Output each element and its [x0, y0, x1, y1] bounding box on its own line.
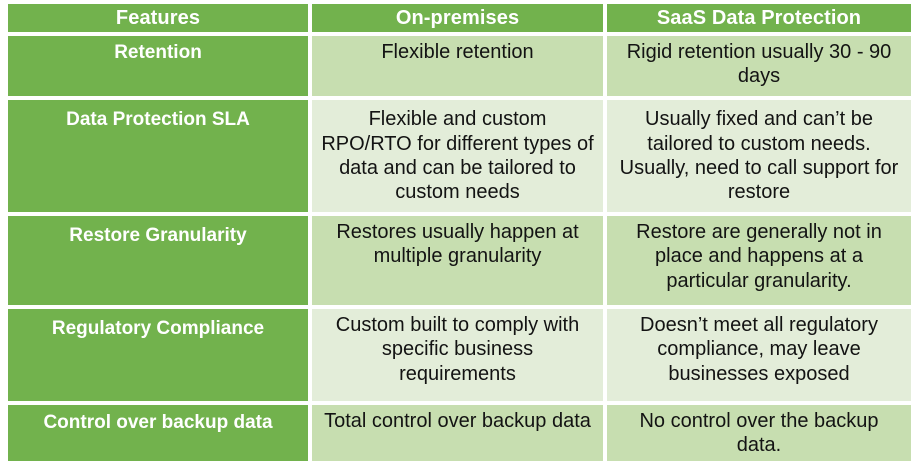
row-feature-label: Data Protection SLA	[8, 100, 308, 212]
row-saas-value: Rigid retention usually 30 - 90 days	[607, 36, 911, 96]
table-header-row: Features On-premises SaaS Data Protectio…	[8, 4, 911, 32]
row-feature-label: Restore Granularity	[8, 216, 308, 305]
column-header-features: Features	[8, 4, 308, 32]
row-saas-value: Restore are generally not in place and h…	[607, 216, 911, 305]
row-on-premises-value: Flexible retention	[312, 36, 603, 96]
row-on-premises-value: Custom built to comply with specific bus…	[312, 309, 603, 401]
row-saas-value: Doesn’t meet all regulatory compliance, …	[607, 309, 911, 401]
table-row: Data Protection SLA Flexible and custom …	[8, 100, 911, 212]
row-feature-label: Regulatory Compliance	[8, 309, 308, 401]
row-saas-value: Usually fixed and can’t be tailored to c…	[607, 100, 911, 212]
row-on-premises-value: Total control over backup data	[312, 405, 603, 461]
table-row: Retention Flexible retention Rigid reten…	[8, 36, 911, 96]
row-on-premises-value: Flexible and custom RPO/RTO for differen…	[312, 100, 603, 212]
table-row: Regulatory Compliance Custom built to co…	[8, 309, 911, 401]
column-header-saas-data-protection: SaaS Data Protection	[607, 4, 911, 32]
table-grid: Features On-premises SaaS Data Protectio…	[8, 4, 911, 461]
table-row: Restore Granularity Restores usually hap…	[8, 216, 911, 305]
row-feature-label: Control over backup data	[8, 405, 308, 461]
row-on-premises-value: Restores usually happen at multiple gran…	[312, 216, 603, 305]
row-feature-label: Retention	[8, 36, 308, 96]
column-header-on-premises: On-premises	[312, 4, 603, 32]
table-row: Control over backup data Total control o…	[8, 405, 911, 461]
comparison-table: Features On-premises SaaS Data Protectio…	[8, 4, 911, 461]
row-saas-value: No control over the backup data.	[607, 405, 911, 461]
